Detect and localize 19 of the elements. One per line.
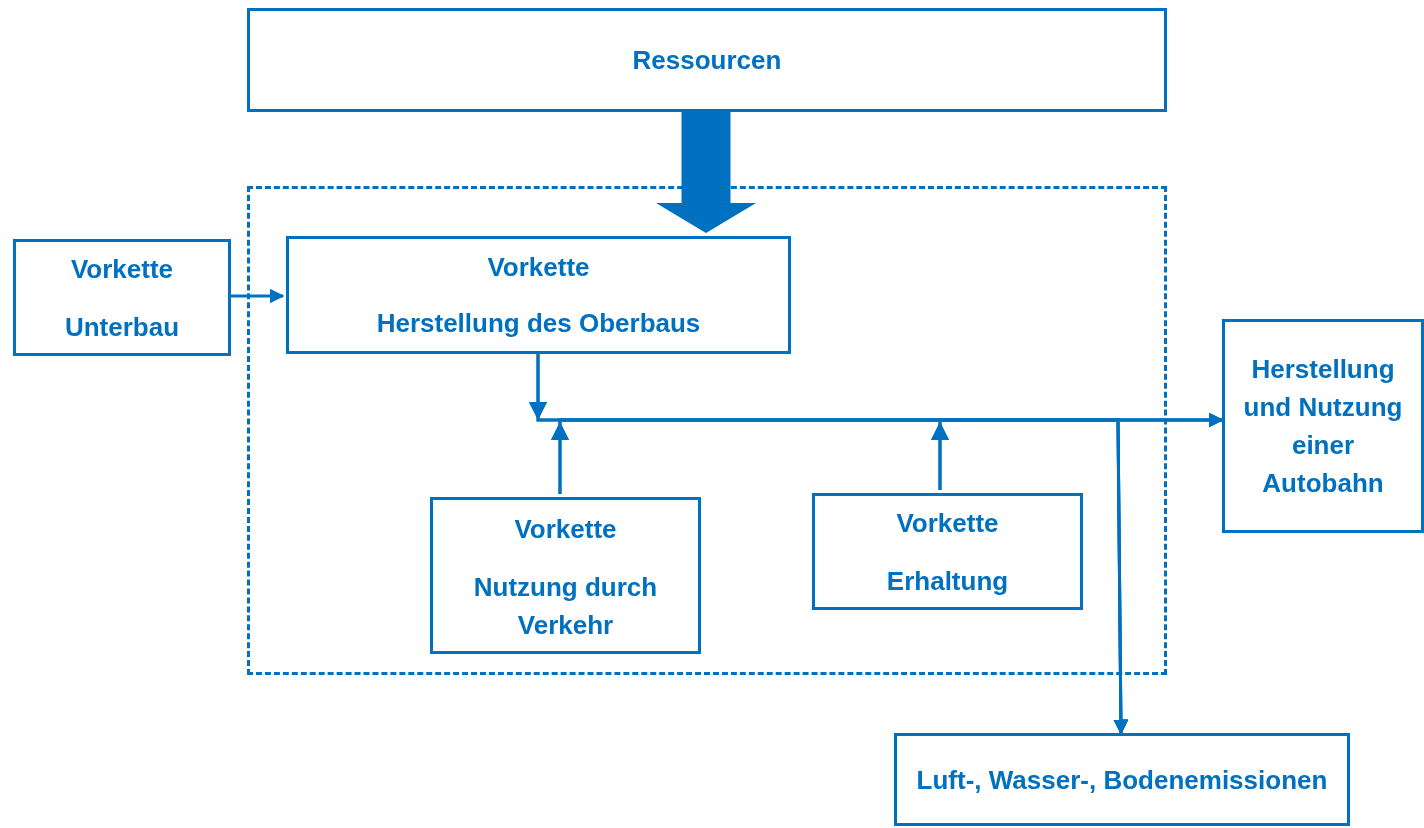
box-heading: Vorkette (514, 513, 617, 546)
process-box (812, 493, 1083, 610)
emissions-box (894, 733, 1350, 826)
box-label: Luft-, Wasser-, Bodenemissionen (916, 763, 1328, 797)
process-box (13, 239, 231, 356)
box-heading: Vorkette (896, 506, 999, 540)
box-label: Erhaltung (886, 564, 1009, 598)
box-label: Herstellung und Nutzung einer Autobahn (1243, 353, 1403, 500)
box-heading: Vorkette (487, 251, 590, 284)
process-box (430, 497, 701, 654)
system-boundary (247, 186, 1167, 675)
result-box (1222, 319, 1424, 533)
box-heading: Vorkette (70, 252, 174, 286)
box-label: Nutzung durch Verkehr (472, 571, 659, 642)
box-label: Herstellung des Oberbaus (376, 307, 701, 340)
box-label: Ressourcen (632, 44, 782, 77)
resource-box (247, 8, 1167, 112)
process-box (286, 236, 791, 354)
box-label: Unterbau (64, 310, 180, 344)
